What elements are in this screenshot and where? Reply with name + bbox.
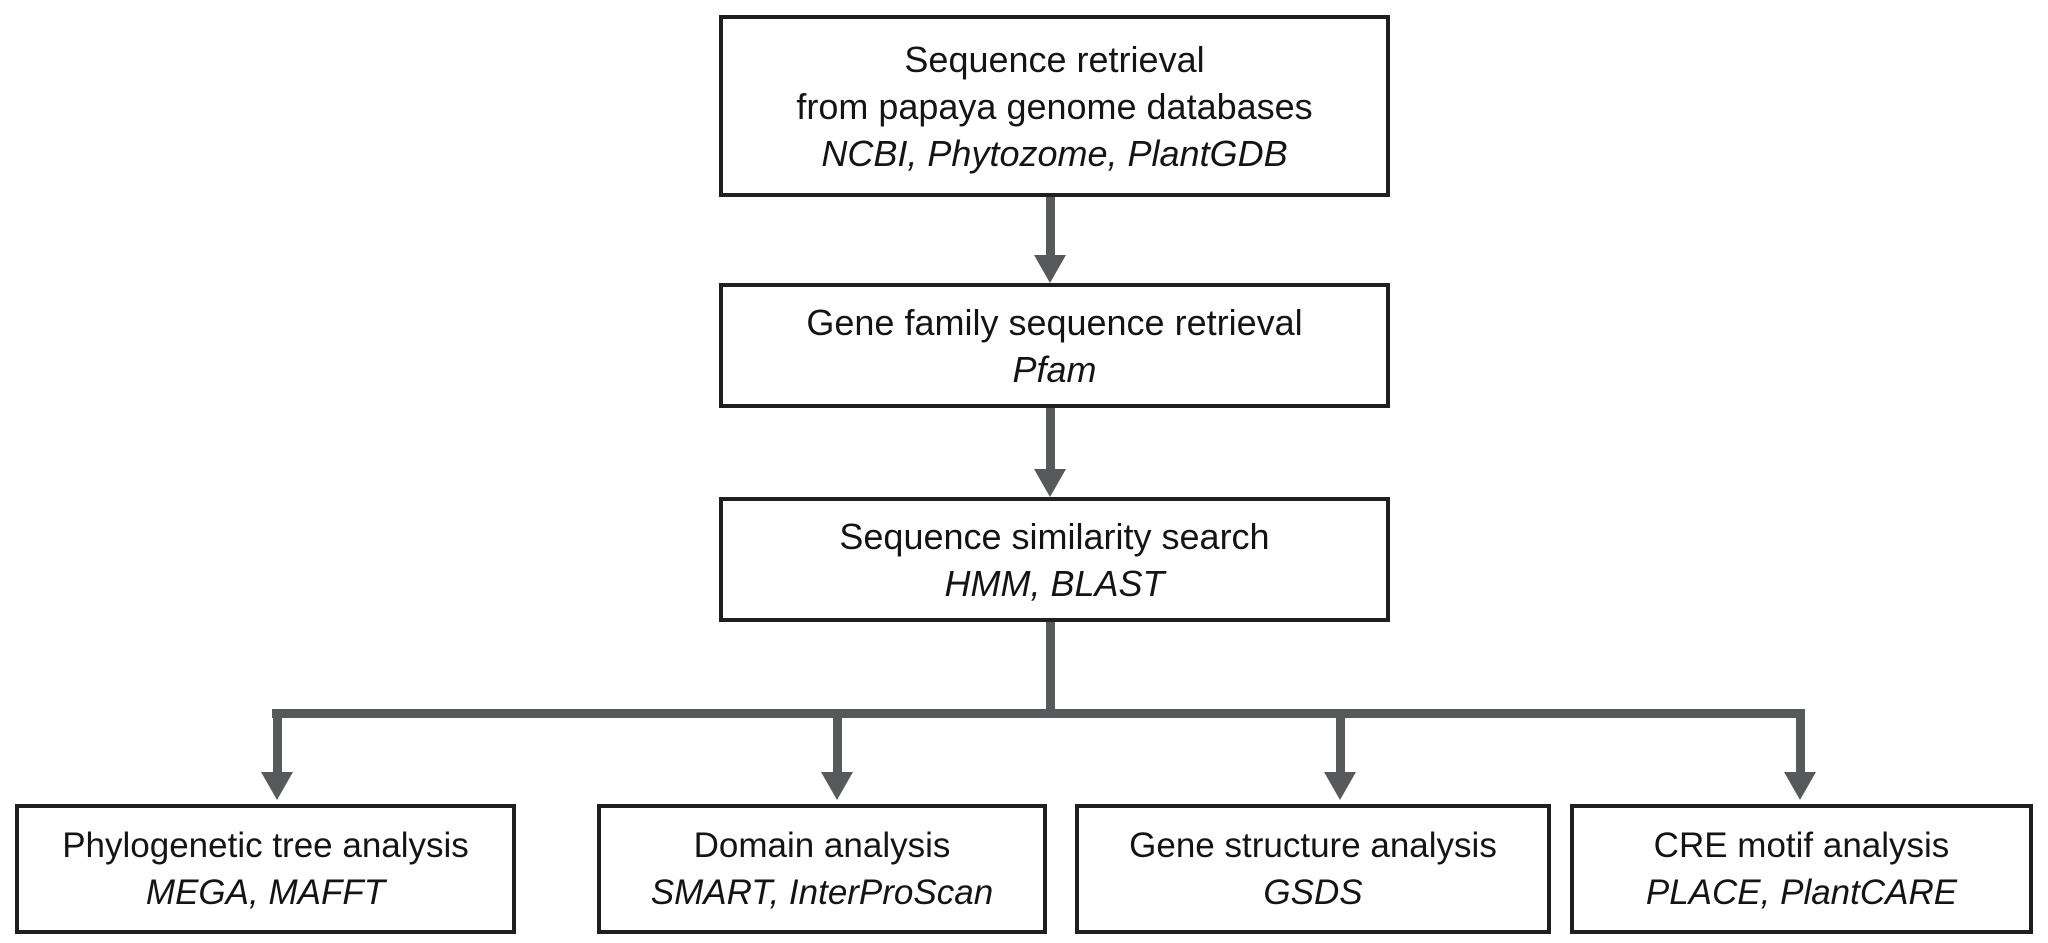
- node-sequence-similarity-search: Sequence similarity search HMM, BLAST: [719, 497, 1390, 622]
- node-tools: SMART, InterProScan: [650, 873, 994, 912]
- arrow-to-domain-analysis: [833, 716, 842, 772]
- node-tools: Pfam: [1012, 348, 1097, 390]
- arrow-seq-to-genefamily: [1046, 197, 1055, 255]
- arrowhead-down-icon: [1034, 255, 1066, 283]
- node-cre-motif-analysis: CRE motif analysis PLACE, PlantCARE: [1570, 804, 2033, 934]
- node-title: Sequence similarity search: [839, 515, 1270, 557]
- node-sequence-retrieval: Sequence retrieval from papaya genome da…: [719, 15, 1390, 197]
- node-domain-analysis: Domain analysis SMART, InterProScan: [597, 804, 1047, 934]
- node-title: Sequence retrieval: [904, 38, 1205, 80]
- node-title: Phylogenetic tree analysis: [62, 826, 469, 865]
- arrow-to-cre-motif: [1796, 716, 1805, 772]
- node-tools: NCBI, Phytozome, PlantGDB: [821, 132, 1288, 174]
- node-subtitle: from papaya genome databases: [796, 85, 1313, 127]
- node-gene-structure-analysis: Gene structure analysis GSDS: [1075, 804, 1551, 934]
- node-title: Gene structure analysis: [1129, 826, 1497, 865]
- arrow-to-gene-structure: [1336, 716, 1345, 772]
- connector-stem: [1046, 622, 1055, 717]
- node-title: Gene family sequence retrieval: [806, 301, 1303, 343]
- node-gene-family-retrieval: Gene family sequence retrieval Pfam: [719, 283, 1390, 408]
- node-tools: MEGA, MAFFT: [145, 873, 386, 912]
- arrow-to-phylogenetic: [273, 716, 282, 772]
- connector-horizontal-line: [272, 709, 1805, 718]
- arrowhead-down-icon: [1784, 772, 1816, 800]
- arrow-genefamily-to-similarity: [1046, 408, 1055, 469]
- node-tools: HMM, BLAST: [944, 562, 1165, 604]
- node-tools: PLACE, PlantCARE: [1645, 873, 1958, 912]
- node-phylogenetic-tree-analysis: Phylogenetic tree analysis MEGA, MAFFT: [15, 804, 516, 934]
- node-title: CRE motif analysis: [1653, 826, 1950, 865]
- arrowhead-down-icon: [261, 772, 293, 800]
- arrowhead-down-icon: [1034, 469, 1066, 497]
- arrowhead-down-icon: [1324, 772, 1356, 800]
- arrowhead-down-icon: [821, 772, 853, 800]
- node-title: Domain analysis: [693, 826, 951, 865]
- node-tools: GSDS: [1263, 873, 1363, 912]
